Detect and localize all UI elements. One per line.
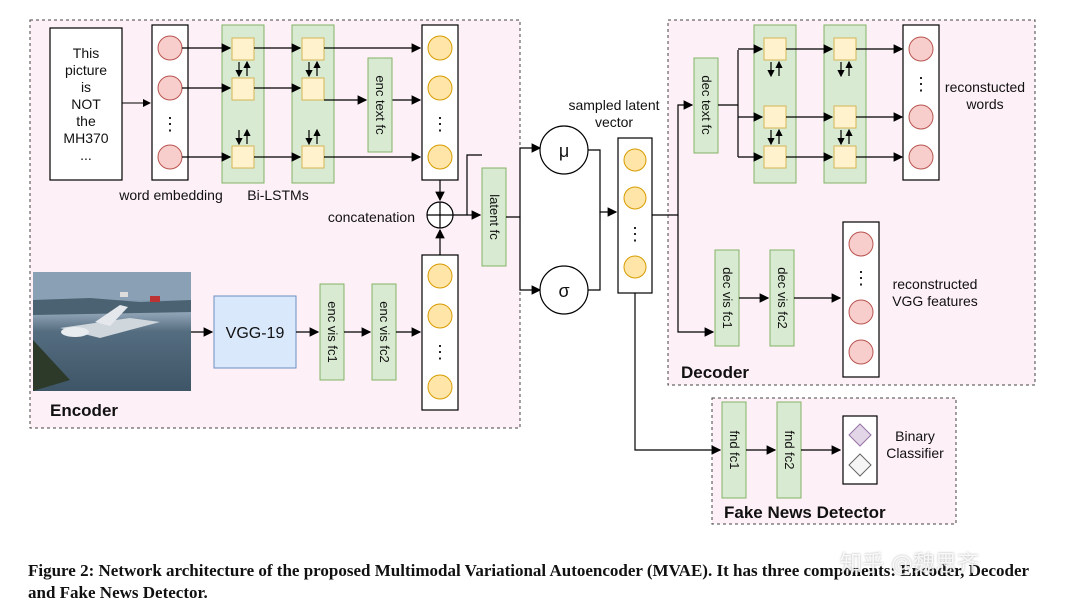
mu-label: μ <box>559 141 569 161</box>
fnd-fc2 <box>776 401 802 499</box>
text-feature-node <box>427 35 453 61</box>
reconstructed-vgg-node <box>848 299 874 325</box>
text-input-line: This <box>73 45 99 61</box>
reconstructed-word-node <box>908 144 934 170</box>
fnd-fc1-label: fnd fc1 <box>727 430 742 469</box>
reconstructed-words-label-line1: reconstucted <box>945 79 1025 95</box>
text-input-box <box>49 27 123 181</box>
text-feature-dots: ⋮ <box>431 114 449 134</box>
dec-vis-fc1-label: dec vis fc1 <box>720 267 735 328</box>
enc-text-fc <box>367 57 393 153</box>
visual-feature-node <box>427 263 453 289</box>
reconstructed-vgg-node <box>848 231 874 257</box>
reconstructed-vgg-label-line2: VGG features <box>892 293 978 309</box>
detector-region <box>711 397 957 525</box>
input-image <box>33 272 191 391</box>
text-feature-node <box>427 75 453 101</box>
reconstructed-vgg-label-line1: reconstructed <box>893 276 978 292</box>
reconstructed-word-node <box>908 36 934 62</box>
dec-text-fc-label: dec text fc <box>699 75 714 135</box>
text-input-line: ... <box>80 147 92 163</box>
vgg19-block <box>213 295 297 369</box>
latent-node <box>623 148 647 172</box>
vgg19-label: VGG-19 <box>226 325 285 342</box>
reconstructed-word-node <box>908 104 934 130</box>
latent-fc-label: latent fc <box>487 194 502 240</box>
fnd-fc2-label: fnd fc2 <box>782 430 797 469</box>
fnd-fc1 <box>721 401 747 499</box>
text-input-line: is <box>81 79 91 95</box>
embedding-dots: ⋮ <box>161 114 179 134</box>
decoder-title: Decoder <box>681 363 749 382</box>
figure-caption: Figure 2: Network architecture of the pr… <box>28 561 1029 602</box>
latent-fc <box>481 167 507 267</box>
enc-vis-fc1 <box>319 283 345 381</box>
latent-vector-label-line1: sampled latent <box>568 97 659 113</box>
reconstructed-words-dots: ⋮ <box>912 74 930 94</box>
latent-node <box>623 255 647 279</box>
visual-feature-node <box>427 374 453 400</box>
text-input-line: the <box>76 113 96 129</box>
text-input-line: NOT <box>71 96 101 112</box>
sigma-label: σ <box>558 281 569 301</box>
reconstructed-vgg-dots: ⋮ <box>852 268 870 288</box>
binary-classifier-label-line1: Binary <box>895 428 935 444</box>
encoder-title: Encoder <box>50 401 118 420</box>
reconstructed-vgg-node <box>848 339 874 365</box>
dec-text-fc <box>693 57 719 154</box>
word-embedding-label: word embedding <box>118 187 223 203</box>
text-input-lines: This picture is NOT the MH370 ... <box>63 45 108 163</box>
bilstm-cells <box>231 37 325 169</box>
latent-node <box>623 186 647 210</box>
watermark: 知乎 @魏思齐 <box>840 552 979 577</box>
visual-feature-dots: ⋮ <box>431 342 449 362</box>
reconstructed-words-label-line2: words <box>965 96 1003 112</box>
enc-vis-fc2-label: enc vis fc2 <box>377 301 392 362</box>
real-class-diamond <box>848 453 872 477</box>
enc-text-fc-label: enc text fc <box>373 75 388 135</box>
text-feature-node <box>427 144 453 170</box>
latent-dots: ⋮ <box>626 224 644 244</box>
embedding-node <box>157 144 183 170</box>
enc-vis-fc2 <box>371 283 397 381</box>
detector-title: Fake News Detector <box>724 503 886 522</box>
fake-class-diamond <box>848 423 872 447</box>
embedding-node <box>157 75 183 101</box>
embedding-node <box>157 35 183 61</box>
dec-vis-fc2-label: dec vis fc2 <box>775 267 790 328</box>
visual-feature-node <box>427 303 453 329</box>
enc-vis-fc1-label: enc vis fc1 <box>325 301 340 362</box>
latent-vector-label-line2: vector <box>595 114 633 130</box>
text-input-line: picture <box>65 62 107 78</box>
concatenation-label: concatenation <box>328 209 415 225</box>
binary-classifier-label-line2: Classifier <box>886 445 944 461</box>
decoder-lstm-cells <box>763 37 857 169</box>
text-input-line: MH370 <box>63 130 108 146</box>
bilstm-label: Bi-LSTMs <box>247 187 308 203</box>
